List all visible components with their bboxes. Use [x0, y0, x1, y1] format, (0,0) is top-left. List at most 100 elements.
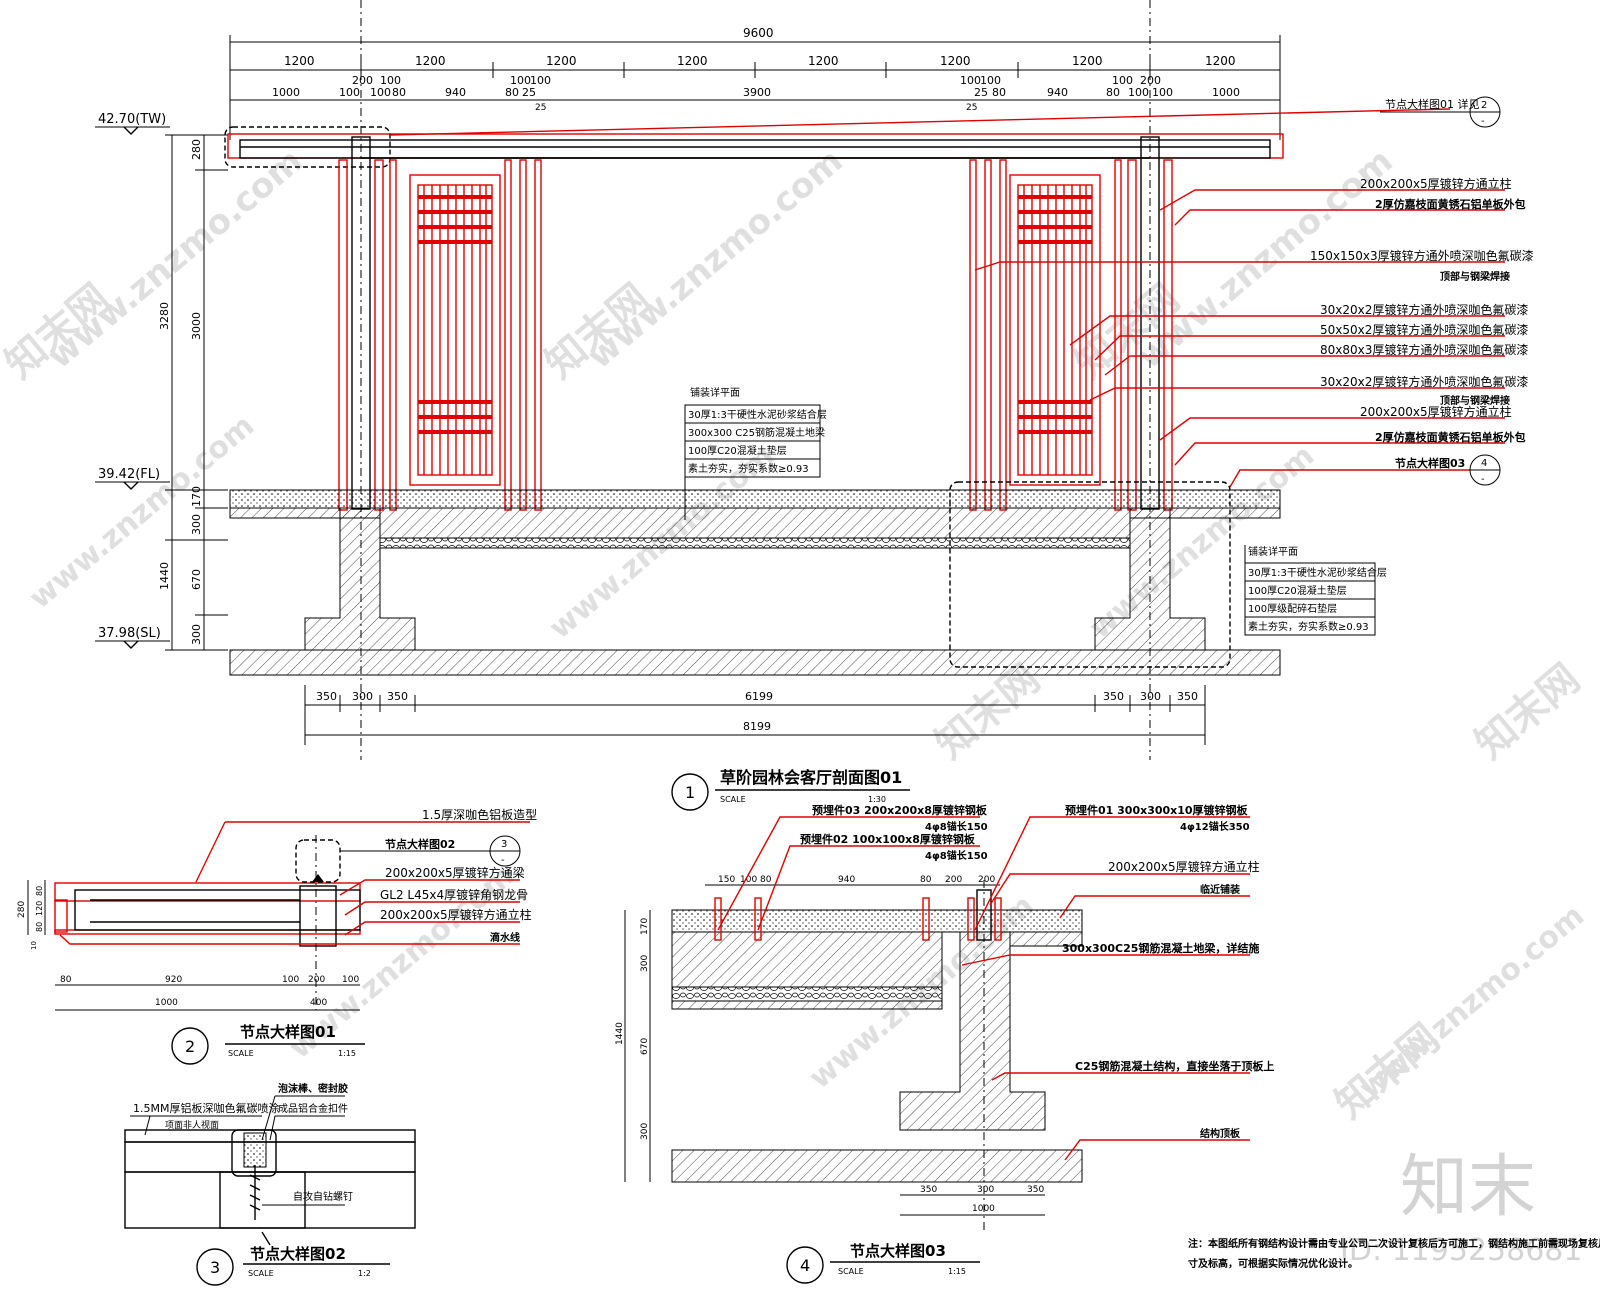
- detail-dim: 920: [165, 975, 182, 985]
- dim-detail: 200: [1140, 74, 1161, 87]
- detail-dim: 350: [1027, 1185, 1044, 1195]
- dim-detail: 25: [974, 86, 988, 99]
- dim-left: 3280: [158, 302, 171, 330]
- detail-label: 滴水线: [490, 931, 520, 944]
- layer-row: 30厚1:3干硬性水泥砂浆结合层: [1248, 566, 1387, 579]
- dim-left: 280: [190, 139, 203, 160]
- detail-dim: 200: [308, 975, 325, 985]
- detail-label: 结构顶板: [1200, 1127, 1241, 1140]
- detail-dim: 80: [920, 875, 932, 885]
- section-3-detail: 1.5MM厚铝板深咖色氟碳喷涂 项面非人视面 泡沫棒、密封胶 成品铝合金扣件 自…: [124, 1082, 416, 1286]
- dim-detail: 25: [535, 103, 546, 113]
- dim-detail: 1000: [272, 86, 300, 99]
- detail-dim: 80: [60, 975, 72, 985]
- callout-label: 节点大样图03: [1395, 456, 1465, 470]
- dim-detail: 940: [445, 86, 466, 99]
- callout-label: 150x150x3厚镀锌方通外喷深咖色氟碳漆: [1310, 248, 1534, 263]
- dim-detail: 80: [992, 86, 1006, 99]
- detail-dim: 350: [920, 1185, 937, 1195]
- detail-dim: 170: [640, 918, 650, 935]
- detail-label: C25钢筋混凝土结构，直接坐落于顶板上: [1075, 1059, 1274, 1073]
- detail-dim: 120: [35, 901, 44, 916]
- dim-bottom-total: 8199: [743, 720, 771, 733]
- dim-left: 170: [190, 486, 203, 507]
- detail-dim: 400: [310, 998, 327, 1008]
- dim-bottom: 300: [352, 690, 373, 703]
- detail-dim: 80: [760, 875, 772, 885]
- dim-detail: 100: [1128, 86, 1149, 99]
- note-line-2: 寸及标高，可根据实际情况优化设计。: [1188, 1257, 1358, 1270]
- dim-detail: 25: [522, 86, 536, 99]
- detail-dim: 1440: [615, 1022, 625, 1045]
- callout-label: 顶部与钢梁焊接: [1440, 270, 1510, 283]
- detail-dim: 670: [640, 1038, 650, 1055]
- section-title: 节点大样图02: [250, 1245, 346, 1263]
- dim-bottom: 350: [387, 690, 408, 703]
- roof-beam: [224, 126, 1284, 168]
- layer-row: 100厚C20混凝土垫层: [1248, 584, 1347, 597]
- layer-row: 素土夯实，夯实系数≥0.93: [688, 462, 809, 475]
- dim-detail: 100: [960, 74, 981, 87]
- detail-label: 临近铺装: [1200, 883, 1240, 896]
- dim-left: 300: [190, 514, 203, 535]
- callout-label: 50x50x2厚镀锌方通外喷深咖色氟碳漆: [1320, 322, 1528, 337]
- detail-label: 预埋件01 300x300x10厚镀锌钢板: [1065, 803, 1249, 817]
- top-dimensions: 9600 1200 1200 1200 1200 1200 1200 1200 …: [229, 26, 1281, 140]
- dim-detail: 100: [980, 74, 1001, 87]
- callout-label: 2厚仿嘉枝面黄锈石铝单板外包: [1375, 197, 1526, 211]
- dim-bottom: 300: [1140, 690, 1161, 703]
- detail-dim: 10: [30, 941, 38, 950]
- detail-dim: 200: [945, 875, 962, 885]
- callout-label: 30x20x2厚镀锌方通外喷深咖色氟碳漆: [1320, 302, 1528, 317]
- layer-row: 100厚级配碎石垫层: [1248, 602, 1337, 615]
- detail-label: 1.5厚深咖色铝板造型: [422, 807, 537, 822]
- watermark-site: www.znzmo.com: [23, 408, 261, 616]
- callout-label: 200x200x5厚镀锌方通立柱: [1360, 176, 1512, 191]
- detail-dim: 300: [640, 955, 650, 972]
- detail-dim: 1000: [972, 1204, 995, 1214]
- dim-module: 1200: [940, 54, 971, 68]
- detail-dim: 300: [977, 1185, 994, 1195]
- detail-dim: 1000: [155, 998, 178, 1008]
- callout-ref: -: [1481, 474, 1485, 485]
- layer-row: 素土夯实，夯实系数≥0.93: [1248, 620, 1369, 633]
- right-screen: [1009, 174, 1101, 486]
- left-dimensions: 280 3280 3000 170 300 1440 670 300: [158, 134, 228, 651]
- dim-module: 1200: [808, 54, 839, 68]
- detail-dim: 940: [838, 875, 855, 885]
- dim-detail: 100: [1152, 86, 1173, 99]
- dim-detail: 80: [505, 86, 519, 99]
- callout-label: 节点大样图01 详见: [1385, 97, 1480, 111]
- detail-label: 项面非人视面: [165, 1119, 219, 1131]
- layer-box-heading: 铺装详平面: [1248, 545, 1298, 558]
- detail-label: 4φ12锚长350: [1180, 820, 1250, 833]
- detail-label: 200x200x5厚镀锌方通立柱: [380, 907, 532, 922]
- dim-total: 9600: [743, 26, 774, 40]
- watermark-brand: 知末网: [1467, 655, 1588, 767]
- dim-left: 1440: [158, 562, 171, 590]
- dim-module: 1200: [1205, 54, 1236, 68]
- level-markers: 42.70(TW) 39.42(FL) 37.98(SL): [95, 112, 170, 649]
- callout-ref: 4: [1481, 458, 1487, 469]
- callout-label: 30x20x2厚镀锌方通外喷深咖色氟碳漆: [1320, 374, 1528, 389]
- dim-left: 3000: [190, 312, 203, 340]
- scale-value: 1:15: [948, 1267, 966, 1276]
- detail-ref: 3: [501, 839, 507, 850]
- callout-ref: -: [1481, 116, 1485, 127]
- section-1-elevation: 9600 1200 1200 1200 1200 1200 1200 1200 …: [95, 0, 1534, 811]
- detail-ref: -: [501, 855, 505, 866]
- layer-row: 30厚1:3干硬性水泥砂浆结合层: [688, 408, 827, 421]
- dim-left: 670: [190, 569, 203, 590]
- dim-module: 1200: [546, 54, 577, 68]
- level-sl: 37.98(SL): [98, 626, 161, 641]
- dim-detail: 100: [1112, 74, 1133, 87]
- watermark-brand: 知末网: [1327, 1015, 1448, 1127]
- detail-label: GL2 L45x4厚镀锌角钢龙骨: [380, 888, 528, 902]
- layer-row: 300x300 C25钢筋混凝土地梁: [688, 426, 825, 439]
- detail-label: 预埋件02 100x100x8厚镀锌钢板: [800, 832, 976, 846]
- callout-label: 200x200x5厚镀锌方通立柱: [1360, 404, 1512, 419]
- dim-module: 1200: [415, 54, 446, 68]
- section-title: 节点大样图03: [850, 1242, 946, 1260]
- dim-detail: 100: [510, 74, 531, 87]
